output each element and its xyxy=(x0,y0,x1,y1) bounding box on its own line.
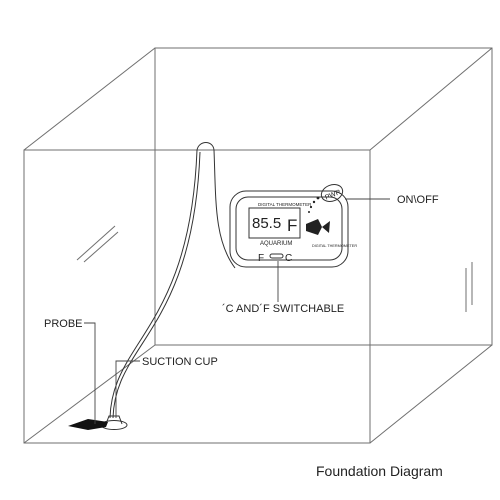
probe-tip xyxy=(68,419,108,430)
tank-edge-top-right xyxy=(369,47,493,151)
temperature-unit: F xyxy=(287,216,297,235)
glass-reflection-right xyxy=(465,262,473,312)
on-off-callout: ON\OFF xyxy=(345,194,439,206)
device-header: DIGITAL THERMOMETER xyxy=(258,202,312,207)
switch-c-label: C xyxy=(285,253,292,264)
unit-switch xyxy=(269,253,284,259)
suction-cup-callout: SUCTION CUP xyxy=(115,356,218,418)
probe-callout: PROBE xyxy=(44,318,96,424)
diagram-caption: Foundation Diagram xyxy=(316,463,443,479)
lcd-screen xyxy=(248,207,301,239)
device-body xyxy=(229,190,349,268)
fish-tail-icon xyxy=(322,221,330,233)
switch-f-label: F xyxy=(258,253,264,264)
tank-edge-top-left xyxy=(23,47,156,151)
bubbles-icon xyxy=(308,196,320,213)
fish-icon xyxy=(306,219,322,235)
probe-cable-inner xyxy=(112,151,201,419)
digital-thermometer: DIGITAL THERMOMETER 85.5 F AQUARIUM DIGI… xyxy=(229,184,357,268)
switchable-label: ´C AND´F SWITCHABLE xyxy=(222,303,344,315)
temperature-reading: 85.5 xyxy=(252,215,281,232)
probe-cable xyxy=(109,142,236,419)
device-sub-label: DIGITAL THERMOMETER xyxy=(312,244,357,248)
switchable-callout: ´C AND´F SWITCHABLE xyxy=(222,261,344,315)
aquarium-label: AQUARIUM xyxy=(260,241,292,247)
aquarium-tank xyxy=(23,47,493,444)
on-off-label: ON\OFF xyxy=(397,194,439,206)
power-button-icon xyxy=(320,184,344,202)
device-bezel xyxy=(235,196,343,261)
glass-reflection-left xyxy=(76,225,119,263)
probe-label: PROBE xyxy=(44,318,83,330)
suction-cup-label: SUCTION CUP xyxy=(142,356,218,368)
tank-edge-bottom-right xyxy=(369,344,493,444)
